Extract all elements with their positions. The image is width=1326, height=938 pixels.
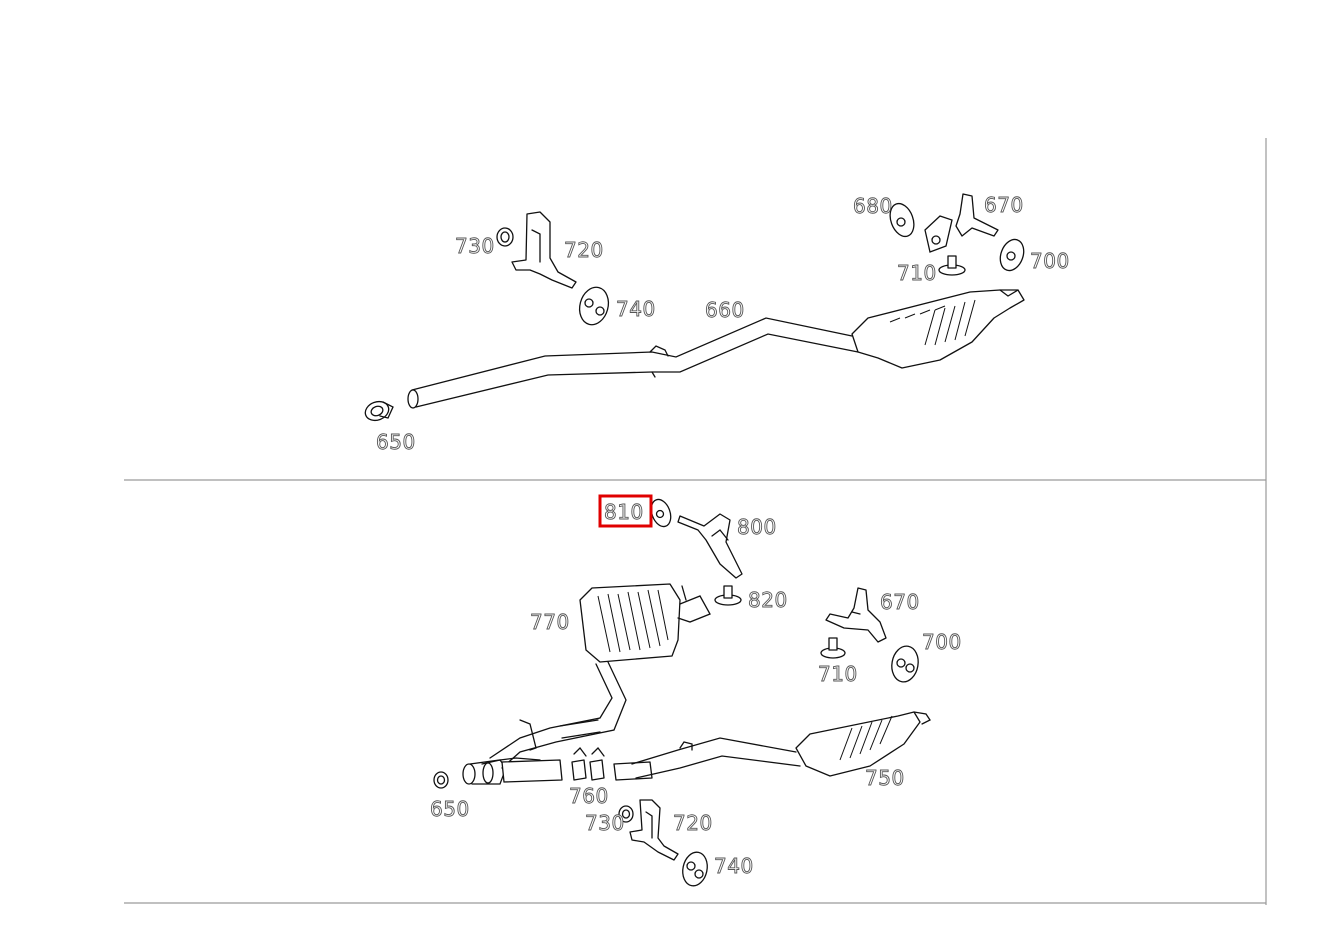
bottom-section: 810 800 820 770 670 700 710 750 760 650 … [430,494,962,888]
bottom-bracket-800[interactable] [677,513,743,579]
top-bracket-720[interactable] [511,211,577,289]
label-bottom-770: 770 [530,610,570,634]
label-bottom-710: 710 [818,662,858,686]
label-bottom-810[interactable]: 810 [604,500,644,525]
top-bolt-710[interactable] [938,255,966,276]
bottom-bracket-670[interactable] [825,587,887,643]
top-rubber-730[interactable] [496,227,514,247]
label-top-740: 740 [616,297,656,321]
bottom-hanger-740[interactable] [680,850,711,888]
label-top-650: 650 [376,430,416,454]
label-bottom-800: 800 [737,515,777,539]
top-pipe-660[interactable] [407,317,859,409]
bottom-bolt-710[interactable] [820,637,846,659]
label-top-730: 730 [455,234,495,258]
bottom-clamp-760[interactable] [571,747,605,781]
top-clamp-650[interactable] [363,398,394,423]
top-bracket-670[interactable] [924,193,999,253]
bottom-rubber-700[interactable] [889,644,921,684]
label-top-660: 660 [705,298,745,322]
label-bottom-720: 720 [673,811,713,835]
bottom-bolt-820[interactable] [714,585,742,606]
top-section: 650 660 670 680 700 710 720 730 740 [363,193,1070,454]
bottom-rubber-810[interactable] [648,497,674,529]
label-top-670: 670 [984,193,1024,217]
label-bottom-730: 730 [585,811,625,835]
top-rear-muffler[interactable] [851,289,1025,369]
label-top-710: 710 [897,261,937,285]
label-bottom-820: 820 [748,588,788,612]
label-top-700: 700 [1030,249,1070,273]
label-bottom-740: 740 [714,854,754,878]
bottom-bracket-720[interactable] [629,799,679,861]
bottom-front-pipe[interactable] [462,759,563,785]
top-rubber-700[interactable] [996,236,1028,274]
label-bottom-650: 650 [430,797,470,821]
top-hanger-740[interactable] [576,284,613,328]
label-top-680: 680 [853,194,893,218]
bottom-clamp-650[interactable] [433,771,449,789]
top-rubber-680[interactable] [886,200,918,239]
label-bottom-750: 750 [865,766,905,790]
bottom-connecting-pipe[interactable] [481,661,627,769]
highlight-box-810 [598,494,653,528]
label-bottom-700: 700 [922,630,962,654]
label-top-720: 720 [564,238,604,262]
bottom-rear-pipe[interactable] [613,737,801,781]
bottom-rubber-730[interactable] [618,805,634,823]
label-bottom-760: 760 [569,784,609,808]
bottom-front-muffler-770[interactable] [579,583,711,663]
bottom-rear-muffler-750[interactable] [795,711,931,777]
label-bottom-670: 670 [880,590,920,614]
